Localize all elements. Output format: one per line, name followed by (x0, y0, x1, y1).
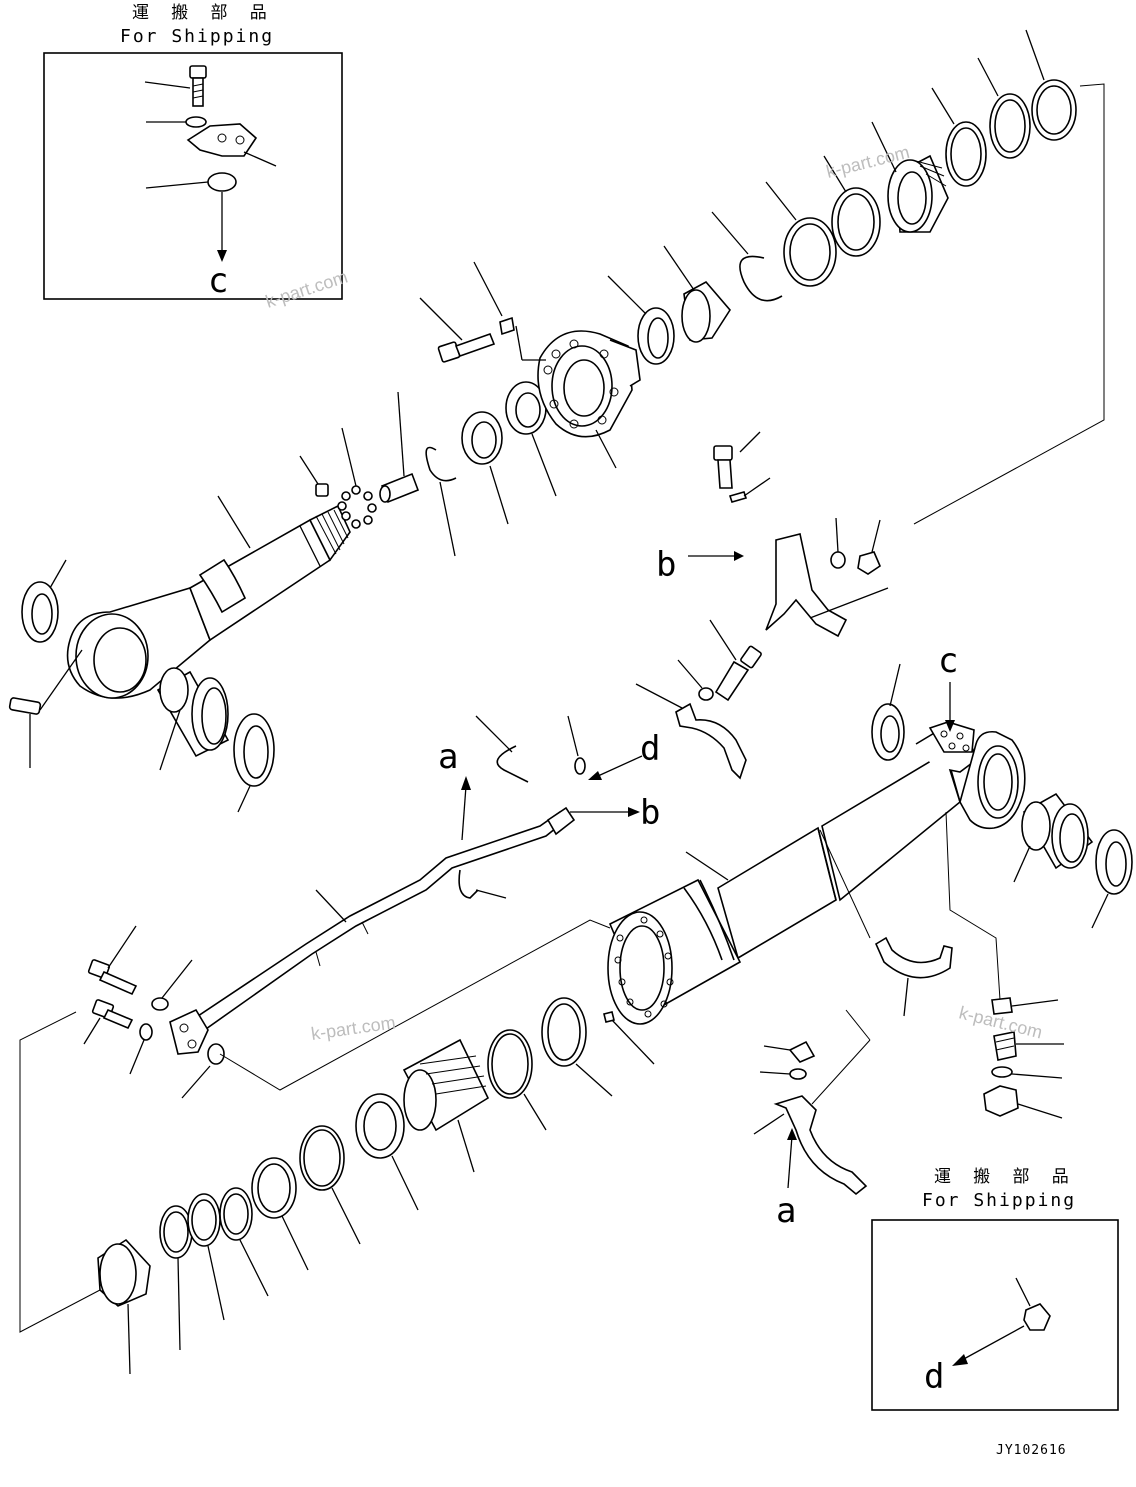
seal-kit-piston (402, 1038, 490, 1173)
pipe-o-ring-top (574, 757, 586, 775)
callout-c-main: c (938, 641, 958, 681)
seal-kit-bushing-end (97, 1238, 151, 1375)
pipe-flange (169, 1008, 209, 1055)
flange-washer-upper (151, 997, 169, 1011)
bottom-seal-left (871, 663, 905, 761)
callout-a-top: a (438, 737, 458, 777)
shipping-inset-frame-2 (871, 1219, 1119, 1411)
watermark-1: k-part.com (263, 267, 350, 312)
shipping-label-jp-2: 運 搬 部 品 (934, 1167, 1075, 1187)
cylinder-head (537, 330, 641, 469)
head-ring-2 (823, 155, 881, 257)
piston-pin (379, 391, 420, 504)
pipe-fitting (546, 806, 576, 836)
steel-balls (337, 427, 377, 529)
seal-kit-ring-1 (159, 1205, 193, 1351)
piston-rod (189, 495, 351, 642)
watermark-3: k-part.com (310, 1012, 397, 1044)
flange-washer-lower (139, 1023, 153, 1041)
head-washer (473, 261, 546, 361)
pipe-clip-lower (458, 869, 479, 899)
bottom-seal-right (1091, 829, 1133, 929)
shipping-label-jp: 運 搬 部 品 (132, 3, 273, 23)
set-screw (315, 483, 329, 497)
callout-c-box: c (208, 261, 228, 301)
flange-bolt-upper (87, 925, 138, 996)
grease-nipple-group (983, 997, 1064, 1119)
seal-kit-ring-4 (251, 1157, 309, 1271)
seal-kit-set-screw (603, 1011, 615, 1023)
head-nut (505, 381, 557, 497)
bottom-bushing (1013, 792, 1094, 883)
seal-kit-ring-2 (187, 1193, 225, 1321)
callout-d-pipe: d (640, 729, 660, 769)
pipe-clamp-upper (635, 619, 762, 780)
pipe-clip (496, 745, 529, 783)
head-snap-ring (739, 255, 783, 302)
shipping-inset-frame (43, 52, 343, 300)
leader-frame-top (913, 83, 1105, 525)
shipping-label-en: For Shipping (120, 26, 274, 47)
seal-kit-ring-5 (299, 1125, 361, 1245)
inset-bolt (144, 65, 207, 107)
shipping-inset-top-left: 運 搬 部 品 For Shipping c (43, 3, 343, 301)
pipe-assembly: a d b (83, 715, 660, 1099)
callout-a-bottom: a (776, 1191, 796, 1231)
seal-kit-ring-3 (219, 1187, 269, 1297)
rod-assembly (8, 29, 1105, 813)
pipe-o-ring (207, 1043, 225, 1065)
piston-ring-2 (977, 57, 1031, 159)
grease-fitting (8, 649, 83, 768)
piston (871, 121, 949, 233)
callout-b-left: b (656, 545, 676, 585)
head-bushing-2 (663, 245, 731, 343)
seal-kit-ring-8 (541, 997, 613, 1097)
shipping-label-en-2: For Shipping (922, 1190, 1076, 1211)
inset-cap (207, 172, 237, 192)
inset-washer (185, 116, 207, 128)
callout-b-right: b (640, 793, 660, 833)
head-ring-1 (765, 181, 837, 287)
shipping-inset-bottom-right: 運 搬 部 品 For Shipping d (871, 1167, 1119, 1411)
snap-ring (425, 446, 457, 482)
tube-clamp-lower (819, 829, 953, 1017)
head-seal-1 (607, 275, 675, 365)
cylinder-tube: c (607, 641, 1026, 1025)
head-bolt (419, 297, 496, 363)
clamp-a-assembly: a (753, 1009, 871, 1231)
inset-plate (186, 123, 258, 157)
flange-bolt-lower (83, 999, 134, 1045)
head-bushing (461, 411, 509, 525)
rod-eye-seal-right (233, 713, 275, 813)
clamp-b-assembly: b (656, 431, 889, 638)
drawing-code: JY102616 (996, 1443, 1067, 1458)
pipe-clamp-bolt (709, 619, 762, 702)
piston-ring-1 (931, 87, 987, 187)
rod-eye-bushing (156, 667, 230, 771)
rod-eye-seal-left (21, 559, 67, 643)
piston-ring-3 (1025, 29, 1077, 141)
seal-kit-ring-6 (355, 1093, 419, 1211)
callout-d-box: d (924, 1357, 944, 1397)
seal-kit-ring-7 (487, 1029, 547, 1131)
inset-nut (1023, 1303, 1051, 1331)
seal-kit (19, 919, 655, 1375)
